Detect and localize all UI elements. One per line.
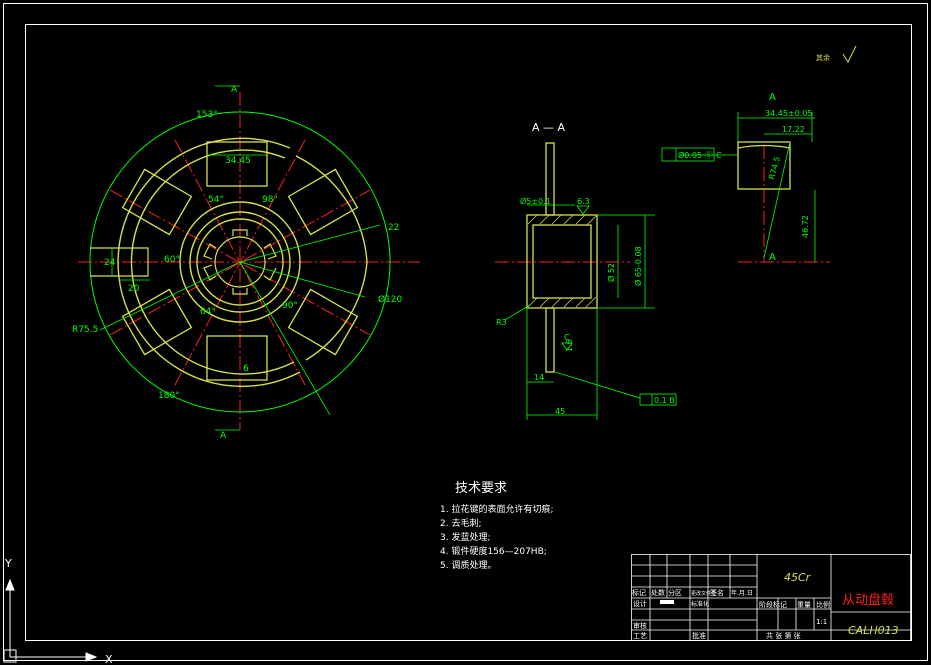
- dim-angle-64: 64°: [200, 307, 216, 317]
- tb-stage: 阶段标记: [759, 600, 787, 609]
- surface-note-text: 其余: [816, 53, 830, 62]
- tb-weight: 重量: [797, 601, 811, 609]
- section-marker-top: A: [231, 85, 238, 95]
- title-block: 标记 处数 分区 更改文件号 签名 年.月.日 设计 标准化 审核 工艺 批准 …: [631, 554, 911, 641]
- dim-dia-inner: Ø 52: [606, 263, 616, 282]
- outer-frame: [3, 3, 928, 661]
- detail-marker-top: A: [769, 92, 776, 103]
- tech-requirements: 技术要求 1. 拉花键的表面允许有切痕; 2. 去毛刺; 3. 发蓝处理; 4.…: [440, 481, 553, 571]
- tech-req-title: 技术要求: [455, 481, 507, 496]
- tb-row-label: 标记: [632, 588, 646, 597]
- detail-marker-bottom: A: [769, 252, 776, 263]
- roughness-1-6: 1.6: [565, 339, 574, 352]
- tech-req-item: 5. 调质处理。: [440, 559, 496, 571]
- dim-angle-bottom: 180°: [158, 391, 180, 401]
- detail-view: 34.45±0.05 17.22 R74.5 46.72 Ø0.05 Ⓢ C A…: [661, 92, 830, 263]
- dim-6: 6: [243, 364, 249, 374]
- svg-text:Y: Y: [4, 557, 12, 570]
- surface-note: 其余: [816, 45, 857, 64]
- tb-row-label: 年.月.日: [731, 589, 753, 597]
- dim-radius-outer: R75.5: [72, 325, 98, 335]
- dim-22: 22: [388, 223, 399, 233]
- dim-width-inner: 17.22: [782, 125, 805, 134]
- tb-std: 标准化: [691, 600, 709, 608]
- roughness-6-3: 6.3: [577, 197, 590, 206]
- section-title: A — A: [532, 121, 566, 134]
- dim-width-total: 34.45±0.05: [765, 109, 812, 118]
- dim-20: 20: [128, 284, 140, 294]
- dim-dia-120: Ø120: [378, 294, 403, 305]
- tb-ratio: 比例: [816, 600, 830, 609]
- tb-sheets: 共 张 第 张: [766, 631, 801, 640]
- dim-radius-r74: R74.5: [767, 156, 782, 181]
- tech-req-item: 1. 拉花键的表面允许有切痕;: [440, 503, 553, 515]
- dim-d-upper: Ø5±0.1: [520, 196, 551, 206]
- tech-req-item: 3. 发蓝处理;: [440, 531, 490, 543]
- tb-scale: 1:1: [816, 618, 827, 626]
- dim-24: 24: [104, 258, 116, 268]
- tb-process: 工艺: [633, 632, 647, 640]
- tb-part-name: 从动盘毂: [842, 592, 894, 608]
- dim-len-14: 14: [534, 373, 544, 382]
- dim-radius-r3: R3: [496, 318, 507, 327]
- tb-material: 45Cr: [784, 571, 812, 584]
- tol-value: Ø0.05 Ⓢ: [678, 150, 713, 160]
- dim-angle-98: 98°: [262, 195, 278, 205]
- tol-frame: 0.1 B: [654, 396, 675, 405]
- tb-row-label: 更改文件号: [691, 590, 716, 597]
- dim-angle-90: 90°: [282, 301, 298, 311]
- dim-slot-width: 34.45: [225, 156, 251, 166]
- inner-frame: [25, 24, 912, 641]
- dim-dia-outer: Ø 65-0.08: [633, 246, 643, 286]
- dim-angle-top: 153°: [196, 110, 218, 120]
- tech-req-item: 4. 锻件硬度156—207HB;: [440, 545, 547, 557]
- datum-c: C: [564, 333, 570, 342]
- tb-review: 审核: [633, 621, 647, 630]
- tb-design: 设计: [633, 599, 647, 608]
- section-view: A — A: [495, 121, 677, 420]
- tb-row-label: 分区: [668, 588, 682, 597]
- svg-text:X: X: [105, 653, 113, 665]
- ucs-axis-icon: Y X: [3, 557, 113, 665]
- tb-row-label: 签名: [710, 588, 724, 597]
- tb-row-label: 处数: [651, 588, 665, 597]
- tb-drawing-no: CALH013: [848, 624, 899, 637]
- tech-req-item: 2. 去毛刺;: [440, 517, 481, 529]
- section-marker-bottom: A: [220, 431, 227, 441]
- tb-approve: 批准: [692, 631, 706, 640]
- dim-angle-60: 60°: [164, 255, 180, 265]
- dim-len-45: 45: [555, 407, 565, 416]
- dim-height: 46.72: [801, 215, 810, 238]
- front-view: 153° 34.45 54° 98° 60° 90° 64° R75.5 Ø12…: [72, 85, 420, 441]
- dim-angle-54: 54°: [208, 195, 224, 205]
- tol-datum: C: [716, 151, 722, 160]
